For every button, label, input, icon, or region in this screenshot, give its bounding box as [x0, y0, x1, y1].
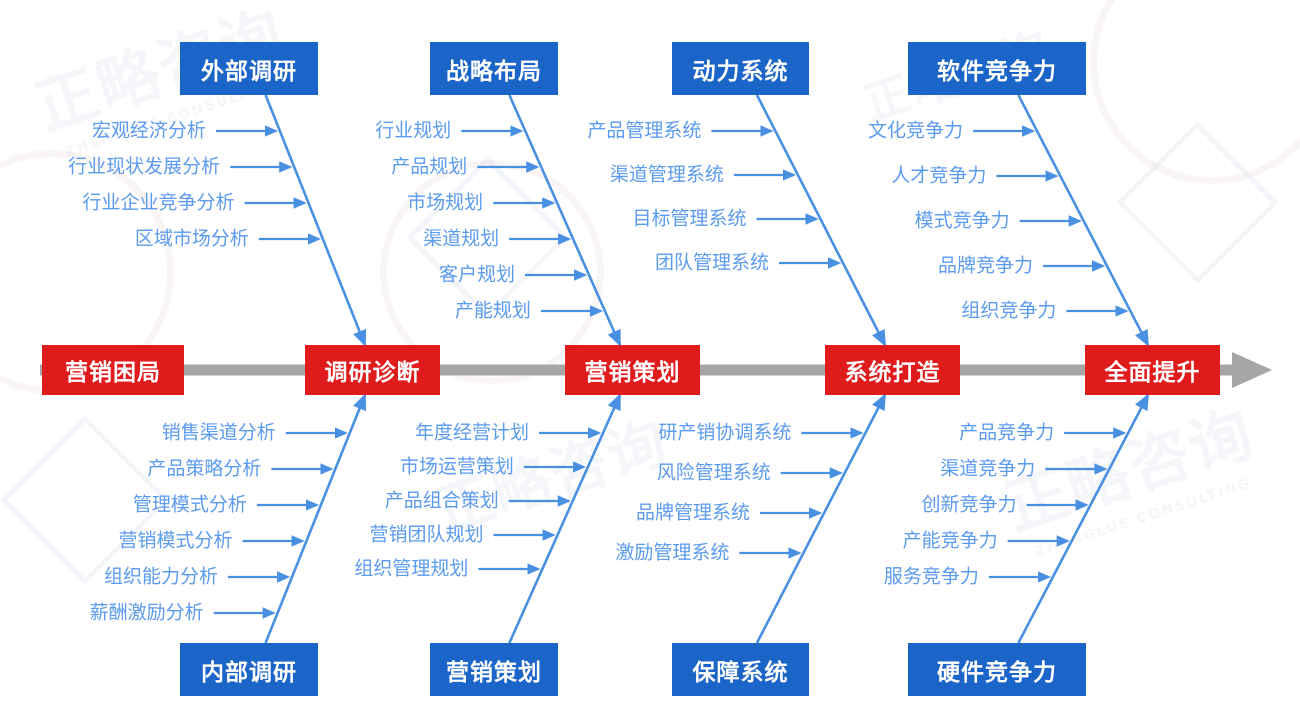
cause-box-label: 保障系统	[692, 659, 789, 686]
bone-label: 产品管理系统	[587, 119, 702, 142]
bone-label: 研产销协调系统	[658, 421, 792, 444]
bone-label: 年度经营计划	[415, 421, 530, 444]
bone-label: 激励管理系统	[615, 541, 730, 564]
bone-label: 服务竞争力	[883, 565, 979, 588]
bone-label: 风险管理系统	[656, 461, 771, 484]
bone-label: 管理模式分析	[132, 493, 247, 516]
cause-box-label: 营销策划	[446, 659, 542, 686]
bone-label: 组织竞争力	[961, 299, 1057, 322]
bone-label: 行业企业竞争分析	[82, 191, 235, 214]
stage-box-1[interactable]: 营销困局	[42, 345, 184, 395]
cause-box-label: 硬件竞争力	[937, 659, 1057, 686]
cause-box-label: 外部调研	[201, 58, 297, 85]
stage-box-label: 全面提升	[1104, 360, 1201, 386]
cause-box-label: 软件竞争力	[937, 58, 1057, 85]
bone-label: 产品策略分析	[147, 457, 262, 480]
bone-label: 组织能力分析	[104, 565, 219, 588]
bone-label: 品牌管理系统	[636, 501, 751, 524]
bone-label: 组织管理规划	[354, 557, 469, 580]
bone-label: 产品规划	[391, 155, 468, 178]
bone-label: 团队管理系统	[654, 251, 769, 274]
bone-label: 渠道竞争力	[940, 457, 1036, 480]
stage-box-label: 营销策划	[584, 360, 681, 386]
cause-box-top-1[interactable]: 外部调研	[180, 42, 318, 95]
cause-box-label: 战略布局	[446, 58, 542, 85]
cause-box-label: 动力系统	[692, 58, 789, 85]
bone-label: 产品竞争力	[959, 421, 1055, 444]
cause-box-top-3[interactable]: 动力系统	[672, 42, 809, 95]
bone-label: 渠道规划	[423, 227, 500, 250]
stage-box-3[interactable]: 营销策划	[565, 345, 700, 395]
bone-label: 市场运营策划	[399, 455, 514, 478]
bone-label: 薪酬激励分析	[89, 601, 204, 624]
bone-label: 营销团队规划	[369, 523, 484, 546]
cause-box-bottom-2[interactable]: 营销策划	[430, 643, 558, 696]
cause-box-top-4[interactable]: 软件竞争力	[908, 42, 1086, 95]
bone-label: 客户规划	[439, 263, 516, 286]
stage-box-5[interactable]: 全面提升	[1085, 345, 1220, 395]
cause-box-top-2[interactable]: 战略布局	[430, 42, 558, 95]
bone-label: 营销模式分析	[118, 529, 233, 552]
stage-box-4[interactable]: 系统打造	[825, 345, 960, 395]
cause-box-bottom-1[interactable]: 内部调研	[180, 643, 318, 696]
bone-label: 模式竞争力	[914, 209, 1010, 232]
bone-label: 品牌竞争力	[938, 254, 1034, 277]
bone-label: 销售渠道分析	[161, 421, 276, 444]
bone-label: 人才竞争力	[891, 164, 987, 187]
bone-label: 产能竞争力	[902, 529, 998, 552]
bone-label: 产能规划	[454, 299, 531, 322]
cause-box-label: 内部调研	[201, 659, 297, 686]
bone-label: 创新竞争力	[921, 493, 1017, 516]
bone-label: 渠道管理系统	[609, 163, 724, 186]
stage-box-label: 调研诊断	[324, 360, 421, 386]
stage-box-label: 营销困局	[65, 360, 161, 386]
bone-label: 市场规划	[407, 191, 484, 214]
bone-label: 宏观经济分析	[91, 119, 206, 142]
stage-box-2[interactable]: 调研诊断	[305, 345, 440, 395]
bone-label: 目标管理系统	[632, 207, 747, 230]
stage-box-label: 系统打造	[844, 360, 941, 386]
bone-label: 文化竞争力	[868, 119, 964, 142]
bone-label: 行业现状发展分析	[68, 155, 221, 178]
bone-label: 区域市场分析	[134, 227, 249, 250]
cause-box-bottom-4[interactable]: 硬件竞争力	[908, 643, 1086, 696]
bone-label: 行业规划	[375, 119, 452, 142]
spine-end-arrow-icon	[1232, 352, 1272, 388]
bone-label: 产品组合策划	[384, 489, 499, 512]
cause-box-bottom-3[interactable]: 保障系统	[672, 643, 809, 696]
